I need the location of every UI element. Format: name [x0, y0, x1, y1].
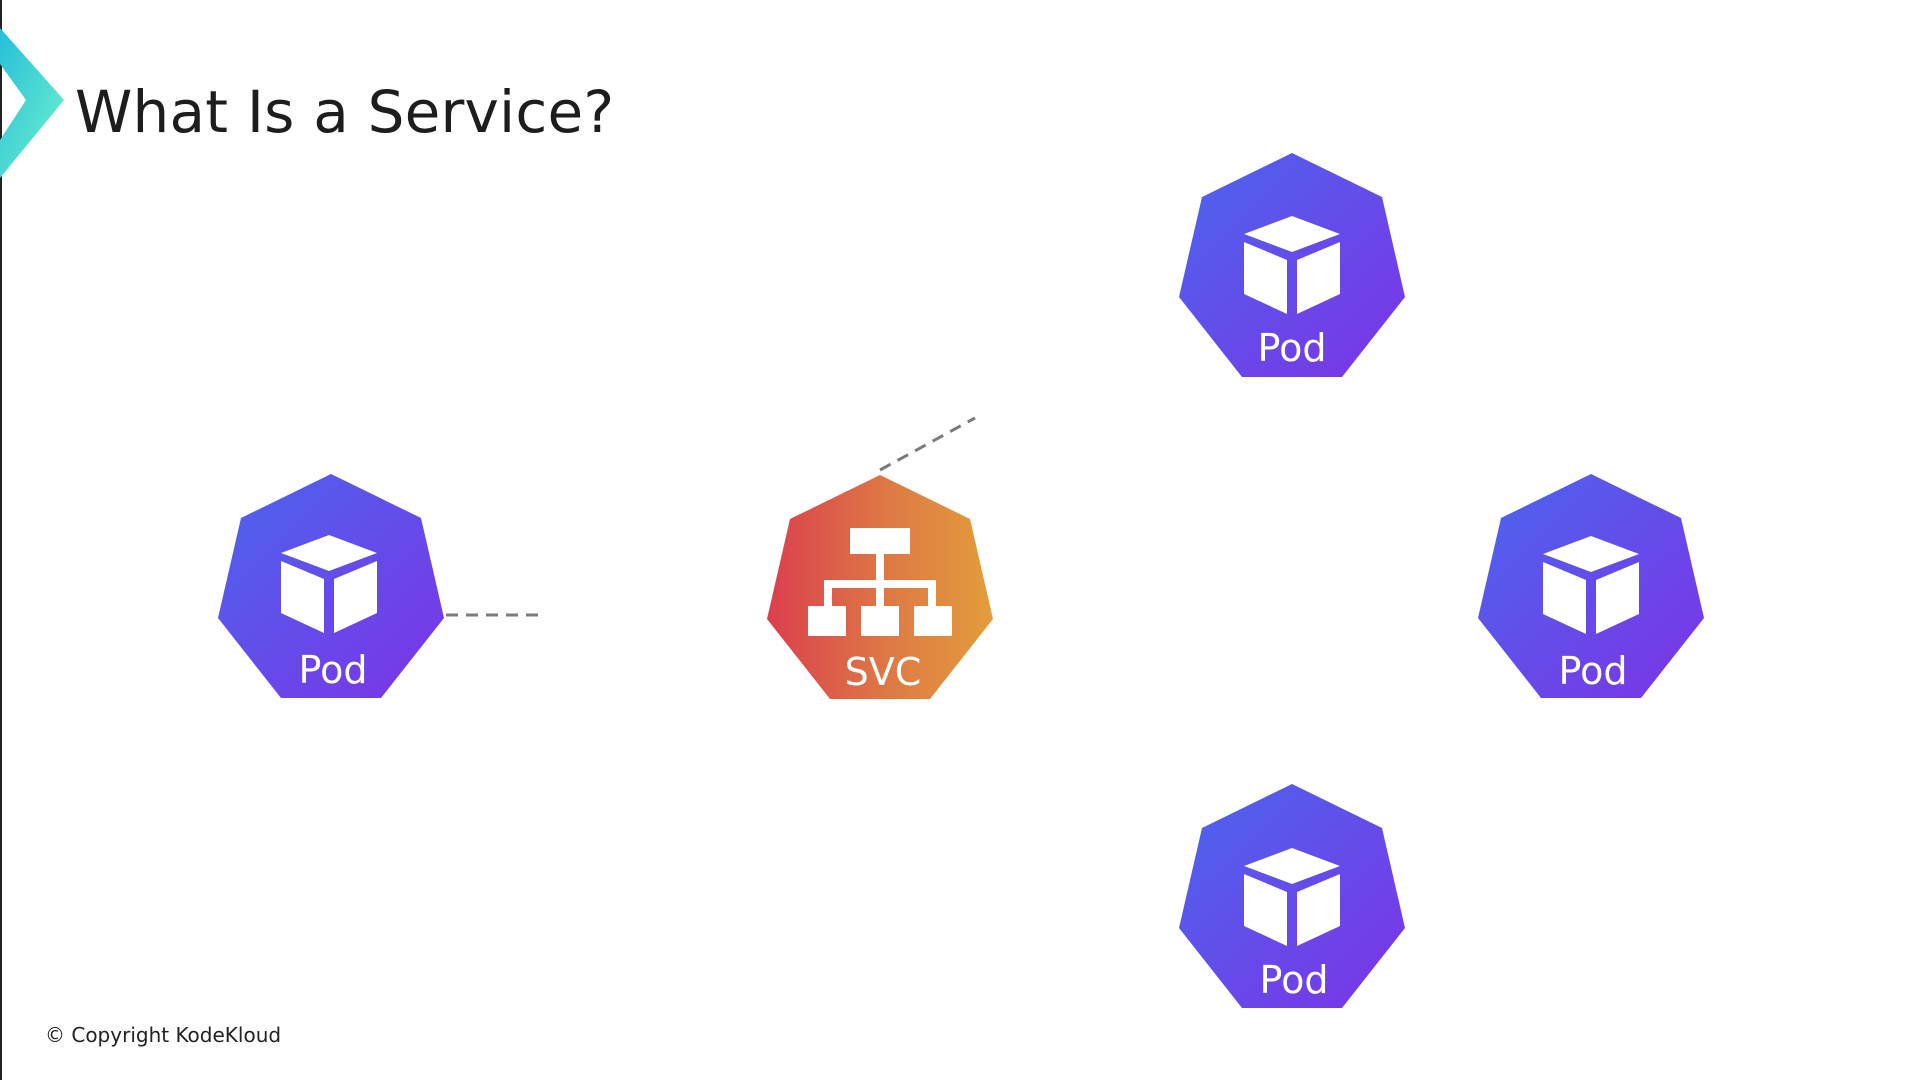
pod-node-left: Pod: [218, 474, 444, 698]
svc-node: SVC: [767, 475, 993, 699]
pod-label: Pod: [1260, 958, 1329, 1002]
pod-label: Pod: [299, 648, 368, 692]
pod-node-top: Pod: [1179, 153, 1405, 377]
svc-label: SVC: [845, 650, 922, 694]
pod-label: Pod: [1258, 326, 1327, 370]
copyright-footer: © Copyright KodeKloud: [45, 1023, 282, 1047]
pod-node-bottom: Pod: [1179, 784, 1405, 1008]
slide-title: What Is a Service?: [75, 78, 615, 146]
slide-left-border: [0, 0, 2, 1080]
pod-label: Pod: [1559, 649, 1628, 693]
pod-node-right: Pod: [1478, 474, 1704, 698]
kodekloud-chevron-logo: [0, 28, 64, 178]
connector-svc-to-pod-top: [879, 416, 976, 472]
